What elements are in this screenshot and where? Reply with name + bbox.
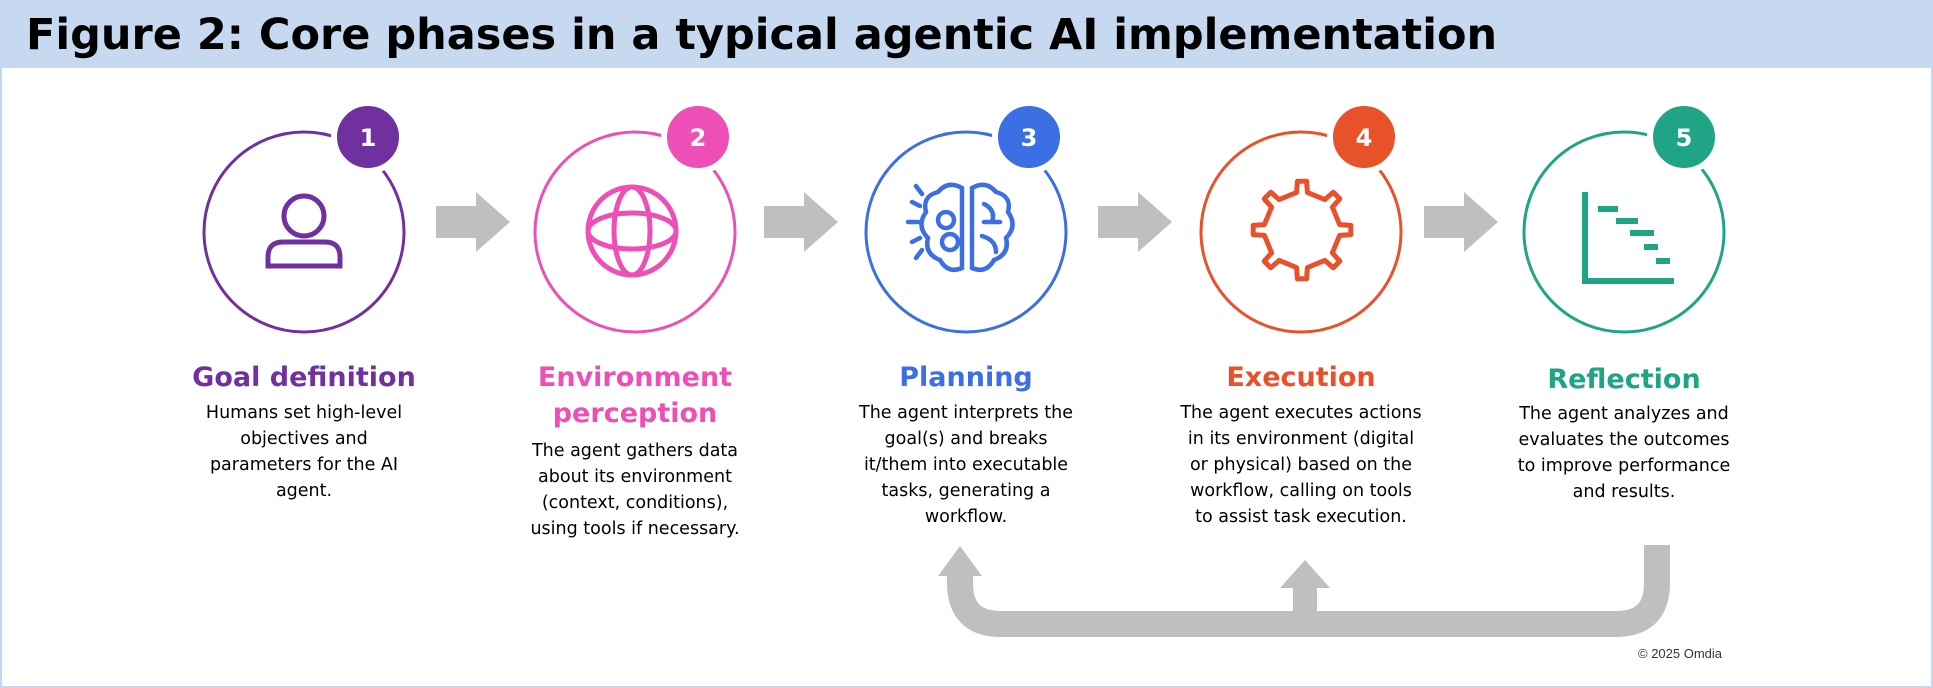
phase-3-circle — [864, 130, 1068, 334]
phase-1-number: 1 — [360, 124, 377, 152]
figure-title: Figure 2: Core phases in a typical agent… — [26, 10, 1498, 60]
phase-2-description: The agent gathers data about its environ… — [530, 441, 740, 539]
feedback-arrowhead-planning — [938, 546, 982, 576]
phase-4-description: The agent executes actions in its enviro… — [1180, 403, 1422, 527]
globe-icon — [585, 184, 679, 278]
phase-4-number: 4 — [1356, 124, 1373, 152]
phase-5-description: The agent analyzes and evaluates the out… — [1517, 404, 1731, 502]
phase-1-badge — [331, 100, 405, 174]
brain-icon — [905, 182, 1015, 272]
phase-3-description: The agent interprets the goal(s) and bre… — [859, 403, 1073, 527]
phase-1-description: Humans set high-level objectives and par… — [205, 403, 403, 501]
phase-3-number: 3 — [1021, 124, 1038, 152]
phase-2-group: 2 — [533, 100, 737, 334]
feedback-loop-arrow — [938, 545, 1670, 637]
person-icon — [265, 193, 343, 269]
phase-2-badge — [661, 100, 735, 174]
phase-5-label: Reflection — [1547, 364, 1701, 395]
phase-5-group: 5 — [1522, 100, 1726, 334]
phase-1-label: Goal definition — [192, 362, 416, 393]
forward-arrows — [436, 192, 1498, 252]
phase-3-group: 3 — [864, 100, 1068, 334]
title-bar: Figure 2: Core phases in a typical agent… — [0, 0, 1933, 68]
copyright-notice: © 2025 Omdia — [1638, 646, 1723, 661]
arrow-1-to-2 — [436, 192, 510, 252]
arrow-3-to-4 — [1098, 192, 1172, 252]
phase-4-group: 4 — [1199, 100, 1403, 334]
phase-5-circle — [1522, 130, 1726, 334]
phase-4-label: Execution — [1226, 362, 1376, 393]
phase-2-label: Environment perception — [537, 362, 733, 429]
phase-5-number: 5 — [1676, 124, 1693, 152]
phase-1-group: 1 — [202, 100, 406, 334]
feedback-arrowhead-execution — [1280, 560, 1330, 588]
arrow-4-to-5 — [1424, 192, 1498, 252]
phase-4-circle — [1199, 130, 1403, 334]
phase-2-number: 2 — [690, 124, 707, 152]
phase-1-circle — [202, 130, 406, 334]
arrow-2-to-3 — [764, 192, 838, 252]
gantt-chart-icon — [1582, 192, 1674, 284]
phase-4-badge — [1327, 100, 1401, 174]
gear-icon — [1250, 178, 1354, 282]
phase-2-circle — [533, 130, 737, 334]
phase-5-badge — [1647, 100, 1721, 174]
feedback-loop-track — [947, 545, 1670, 637]
phase-3-badge — [992, 100, 1066, 174]
phase-3-label: Planning — [899, 362, 1033, 393]
